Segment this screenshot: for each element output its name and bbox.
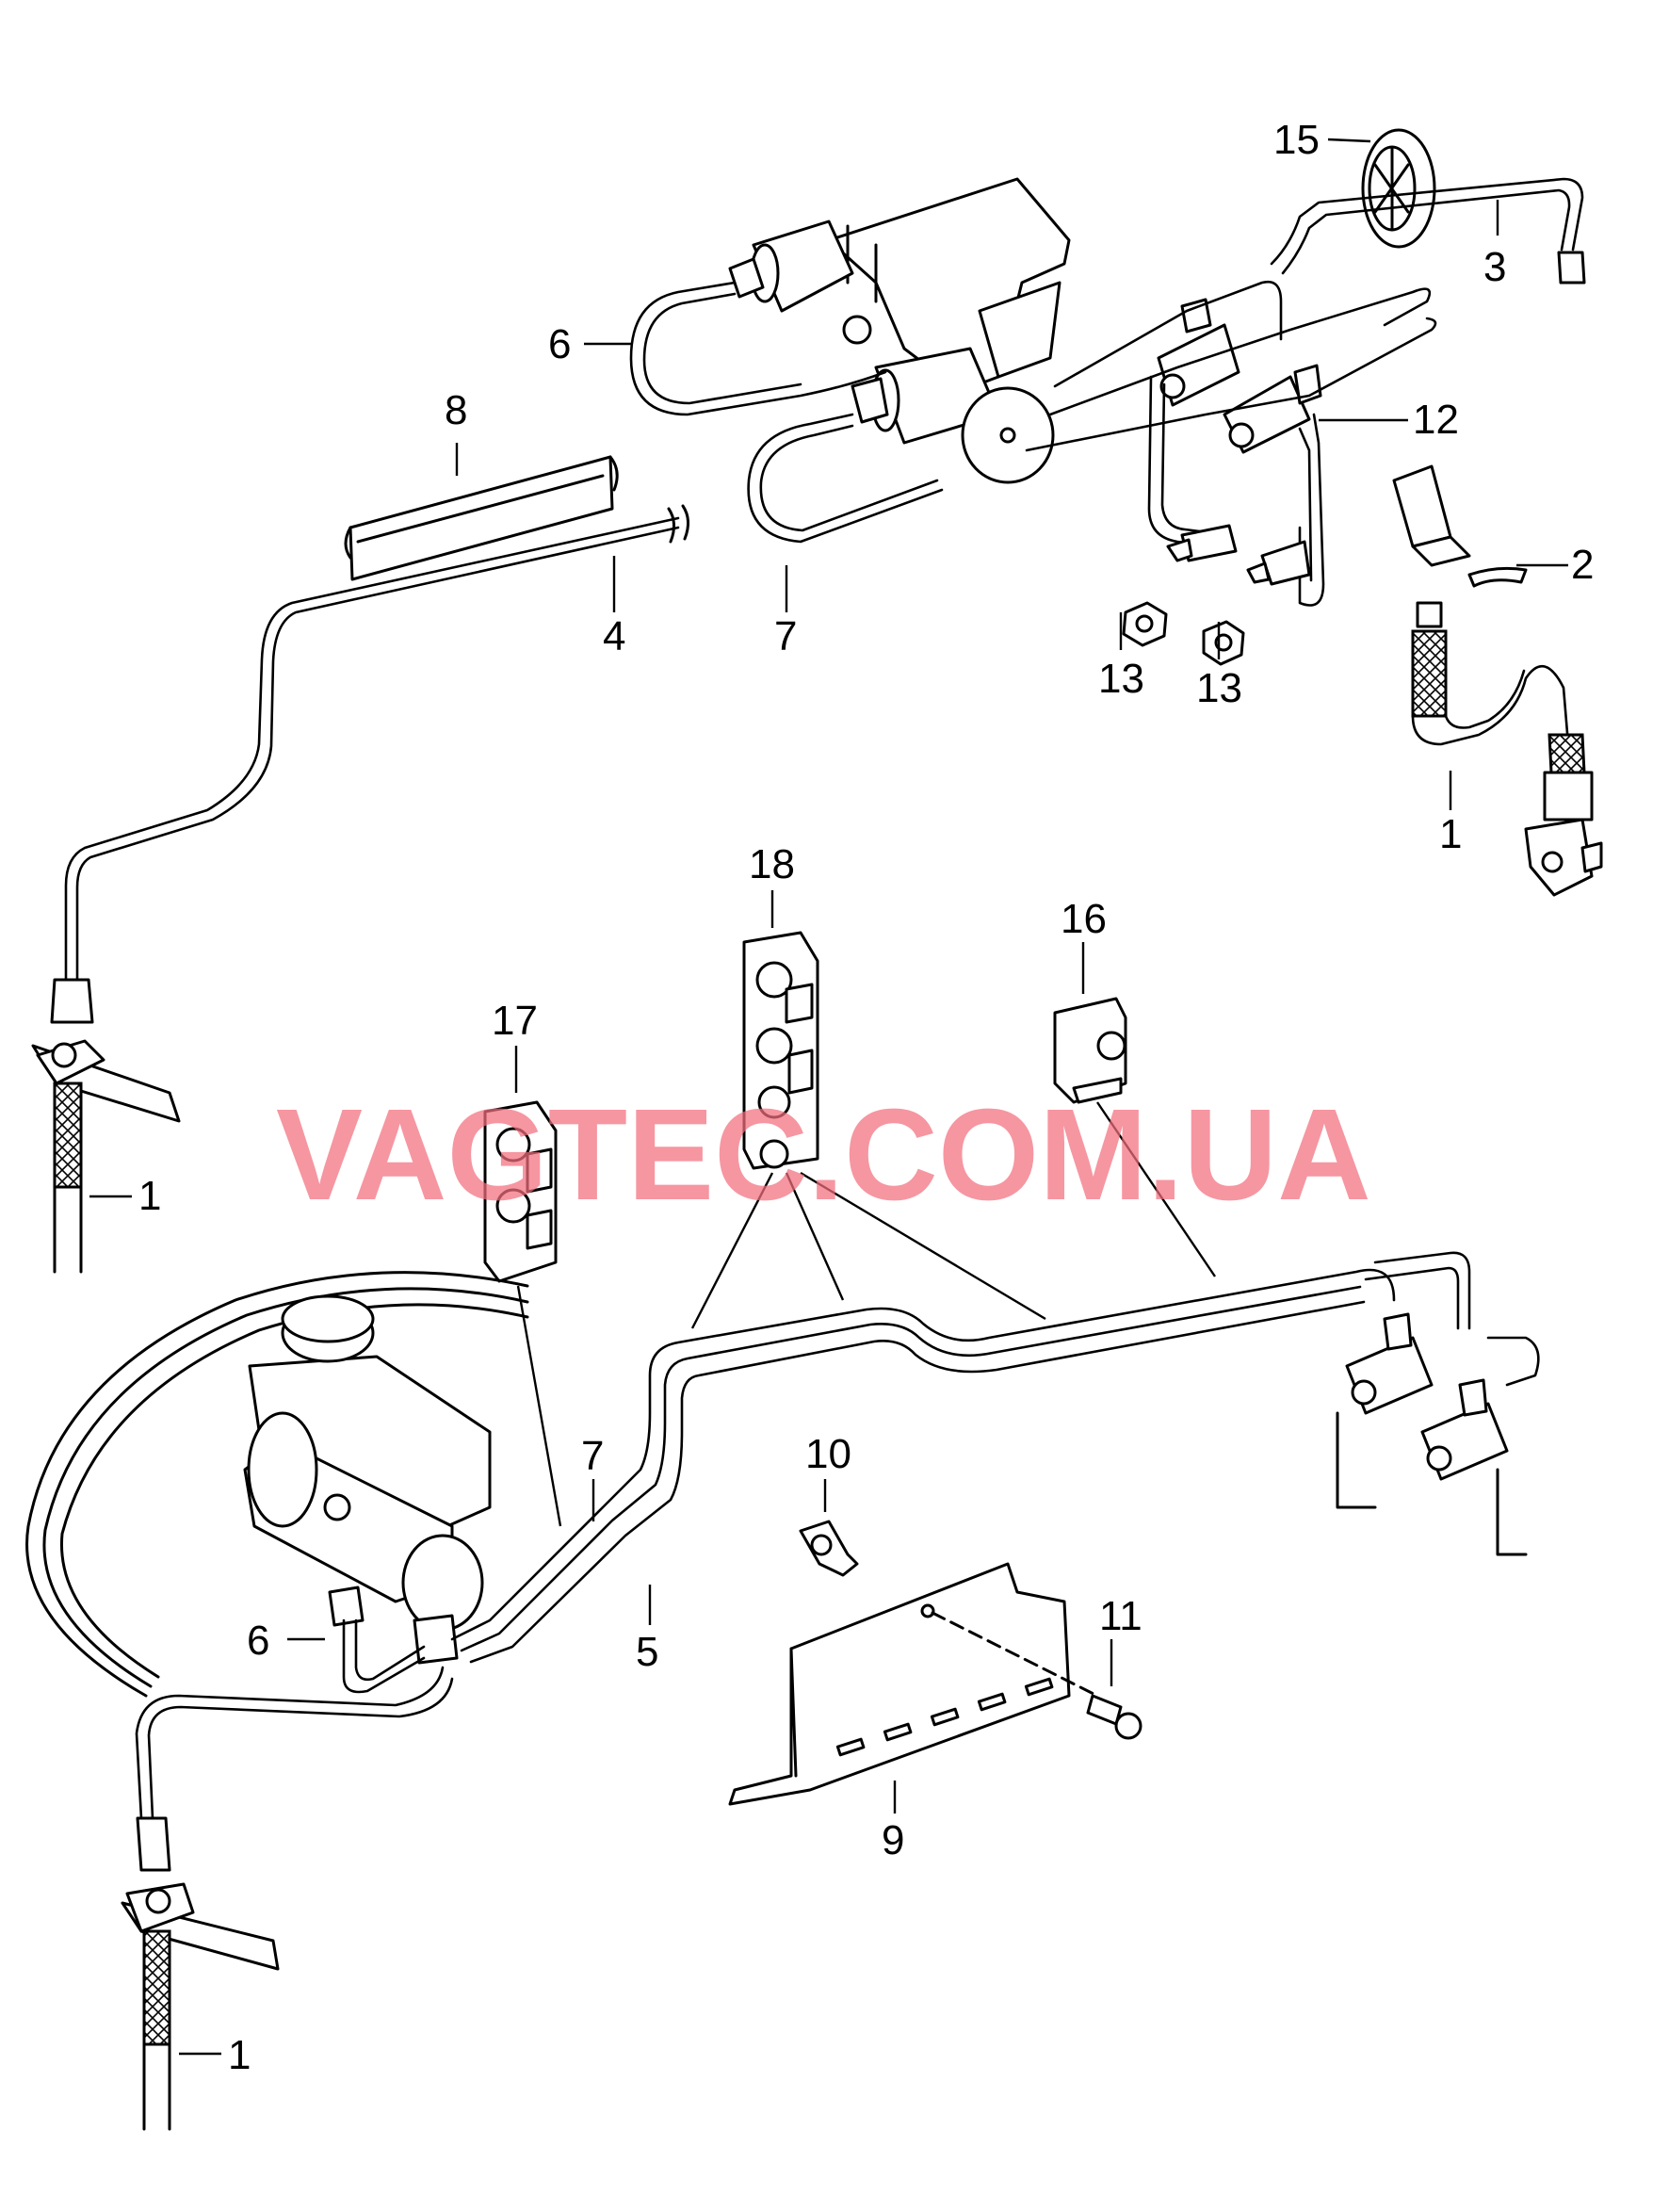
callout-2: 2 bbox=[1571, 542, 1594, 588]
clip-16 bbox=[1053, 997, 1127, 1104]
clip-18 bbox=[742, 931, 819, 1170]
callout-7-bottom: 7 bbox=[581, 1433, 604, 1479]
brake-hose-left-lower bbox=[121, 1816, 280, 2131]
callout-12: 12 bbox=[1413, 397, 1459, 443]
callout-1-top: 1 bbox=[1439, 811, 1462, 857]
callout-6-top: 6 bbox=[548, 321, 571, 367]
screw-11 bbox=[931, 1611, 1142, 1740]
callout-numbers: 15 3 6 12 2 8 4 7 13 13 1 1 18 16 17 7 1… bbox=[138, 117, 1594, 2078]
callout-1-left: 1 bbox=[138, 1173, 161, 1219]
callout-8: 8 bbox=[445, 387, 467, 433]
lower-brake-tubes bbox=[135, 1251, 1540, 1820]
heat-shield-8 bbox=[344, 455, 619, 581]
master-cylinder-lower bbox=[243, 1294, 492, 1665]
callout-7-top: 7 bbox=[774, 613, 797, 659]
callout-11: 11 bbox=[1099, 1593, 1142, 1639]
upper-master-cylinder bbox=[728, 128, 1436, 484]
brake-booster-lower bbox=[25, 1271, 529, 1698]
callout-1-bottom: 1 bbox=[228, 2032, 251, 2078]
callout-18: 18 bbox=[749, 841, 795, 887]
callout-4: 4 bbox=[603, 613, 625, 659]
callout-13-b: 13 bbox=[1196, 665, 1242, 711]
callout-16: 16 bbox=[1061, 896, 1107, 942]
callout-5: 5 bbox=[636, 1629, 658, 1675]
brake-hose-left-upper bbox=[31, 978, 181, 1274]
callout-17: 17 bbox=[492, 998, 538, 1044]
heat-shield-9 bbox=[728, 1562, 1071, 1806]
callout-3: 3 bbox=[1483, 244, 1506, 290]
leader-lines bbox=[89, 138, 1568, 2056]
bracket-clip-2 bbox=[1392, 464, 1528, 588]
callout-6-bottom: 6 bbox=[247, 1618, 269, 1664]
watermark: VAGTEC.COM.UA bbox=[276, 1082, 1371, 1228]
retainer-10 bbox=[799, 1520, 859, 1577]
flex-hose-top-right bbox=[1411, 601, 1603, 897]
callout-15: 15 bbox=[1273, 117, 1320, 163]
callout-13-a: 13 bbox=[1098, 656, 1144, 702]
callout-10: 10 bbox=[805, 1431, 851, 1477]
upper-brake-tubes bbox=[64, 177, 1586, 982]
callout-9: 9 bbox=[882, 1817, 904, 1863]
clip-17 bbox=[483, 1100, 558, 1283]
